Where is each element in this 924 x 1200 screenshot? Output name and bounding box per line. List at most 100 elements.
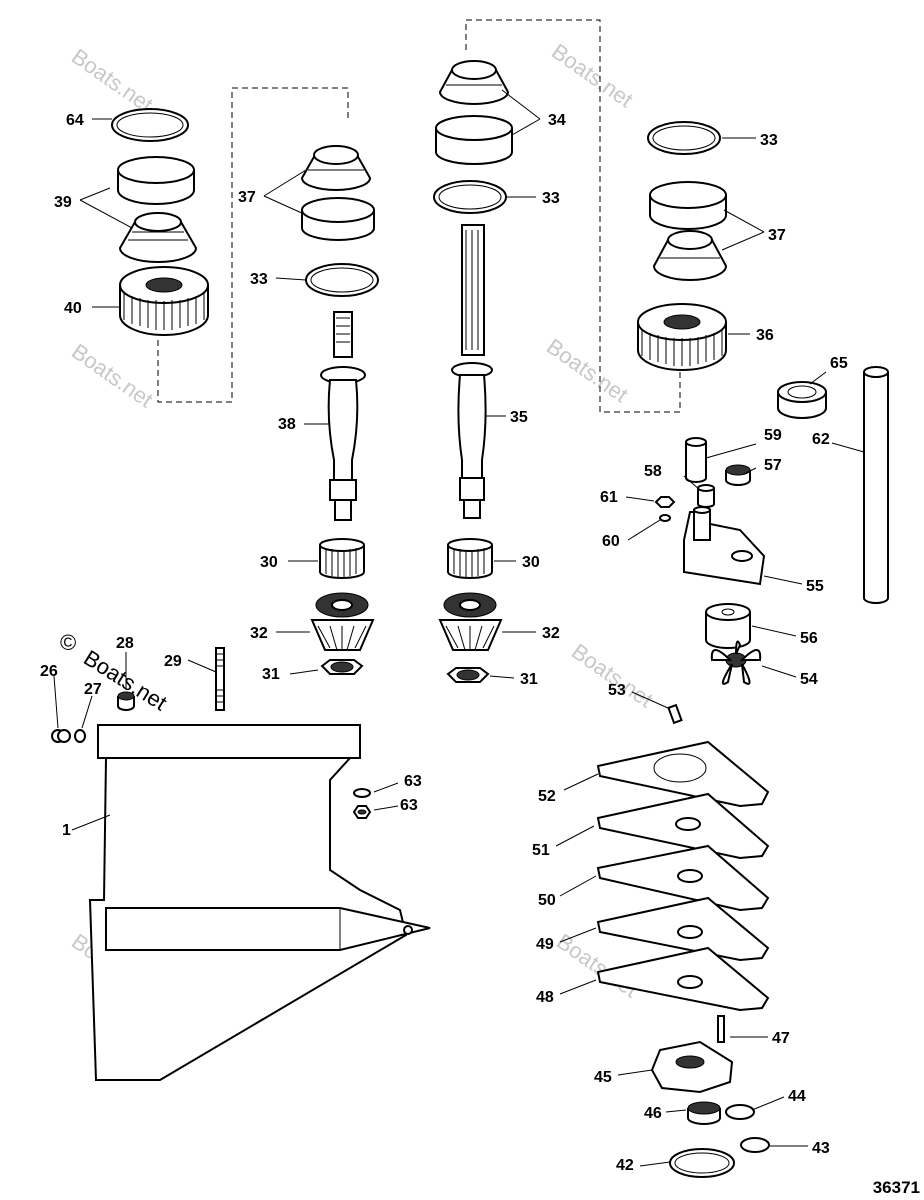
callout-58: 58 [644, 463, 662, 480]
part-31-nut [446, 667, 490, 683]
part-48-gasket [596, 946, 770, 1012]
part-39-bearing-cup [117, 156, 195, 205]
callout-34: 34 [548, 112, 566, 129]
callout-30: 30 [522, 554, 540, 571]
part-59-tube [685, 437, 707, 483]
leader-lines [53, 89, 865, 1167]
watermark: Boats.net [567, 639, 657, 713]
callout-29: 29 [164, 653, 182, 670]
part-58-insert [697, 484, 715, 508]
part-37-bearing-cone [652, 230, 728, 281]
part-53-key [667, 703, 683, 725]
part-35-shaft [451, 224, 493, 519]
callout-32: 32 [542, 625, 560, 642]
part-62-water-tube [863, 366, 889, 604]
callout-33: 33 [542, 190, 560, 207]
part-1-gear-housing [88, 724, 431, 1081]
callouts: 64 39 40 37 33 38 30 32 31 34 33 35 30 3… [40, 112, 848, 1174]
part-39-bearing-cone [118, 212, 198, 263]
callout-59: 59 [764, 427, 782, 444]
callout-31: 31 [262, 666, 280, 683]
callout-47: 47 [772, 1030, 790, 1047]
part-34-bearing-cone [438, 60, 510, 105]
part-51-plate [596, 792, 770, 860]
part-65-seal [777, 381, 827, 419]
callout-55: 55 [806, 578, 824, 595]
assembly-guides [157, 19, 681, 413]
watermark: Boats.net [67, 339, 157, 413]
part-61-nut [654, 496, 676, 508]
part-29-stud [215, 647, 225, 711]
part-40-gear [119, 266, 209, 336]
callout-38: 38 [278, 416, 296, 433]
part-36-gear [637, 303, 727, 371]
part-37-bearing-cup [649, 181, 727, 230]
callout-27: 27 [84, 681, 102, 698]
part-26-screw [51, 729, 71, 743]
callout-45: 45 [594, 1069, 612, 1086]
callout-35: 35 [510, 409, 528, 426]
callout-26: 26 [40, 663, 58, 680]
part-31-nut [320, 659, 364, 675]
watermark: Boats.net [67, 44, 157, 118]
callout-32: 32 [250, 625, 268, 642]
part-44-o-ring [725, 1104, 755, 1120]
part-41-ring [111, 108, 189, 142]
part-52-gasket [596, 740, 770, 808]
part-47-dowel-pin [717, 1015, 725, 1043]
part-55-pump-housing [683, 506, 766, 586]
catalog-number: 36371 [872, 1178, 920, 1197]
part-38-shaft [320, 311, 366, 521]
part-33-ring [433, 180, 507, 214]
part-54-impeller [710, 640, 762, 685]
callout-37: 37 [768, 227, 786, 244]
callout-61: 61 [600, 489, 618, 506]
watermark: Boats.net [542, 334, 632, 408]
part-37-bearing-cone [300, 145, 372, 191]
callout-62: 62 [812, 431, 830, 448]
callout-40: 40 [64, 300, 82, 317]
callout-64: 63 [404, 773, 422, 790]
part-46-oil-seal [687, 1101, 721, 1125]
part-50-gasket [596, 844, 770, 912]
part-30-needle-bearing [319, 538, 365, 579]
callout-51: 51 [532, 842, 550, 859]
part-45-pump-base [650, 1040, 734, 1094]
callout-48: 48 [536, 989, 554, 1006]
part-43-o-ring [740, 1137, 770, 1153]
callout-46: 46 [644, 1105, 662, 1122]
callout-50: 50 [538, 892, 556, 909]
part-30-needle-bearing [447, 538, 493, 579]
copyright-symbol: © [60, 630, 76, 655]
callout-60: 60 [602, 533, 620, 550]
part-32-pinion-gear [438, 592, 503, 651]
callout-28: 28 [116, 635, 134, 652]
part-60-washer [659, 514, 671, 522]
callout-43: 43 [812, 1140, 830, 1157]
callout-39: 39 [54, 194, 72, 211]
part-27-washer [74, 729, 86, 743]
part-32-pinion-gear [310, 592, 375, 651]
callout-54: 54 [800, 671, 818, 688]
callout-30: 30 [260, 554, 278, 571]
part-28-plug [117, 691, 135, 711]
callout-33: 33 [250, 271, 268, 288]
callout-44: 44 [788, 1088, 806, 1105]
callout-31: 31 [520, 671, 538, 688]
part-63-nut [352, 805, 372, 819]
callout-65: 65 [830, 355, 848, 372]
callout-49: 49 [536, 936, 554, 953]
callout-36: 36 [756, 327, 774, 344]
part-37-bearing-cup [301, 197, 375, 241]
part-56-impeller-insert [705, 603, 751, 649]
part-64-washer [353, 788, 371, 798]
callout-37: 37 [238, 189, 256, 206]
callout-57: 57 [764, 457, 782, 474]
callout-52: 52 [538, 788, 556, 805]
part-57-seal [725, 464, 751, 486]
watermark: Boats.net [547, 39, 637, 113]
part-33-ring [305, 263, 379, 297]
callout-42: 42 [616, 1157, 634, 1174]
callout-53: 53 [608, 682, 626, 699]
